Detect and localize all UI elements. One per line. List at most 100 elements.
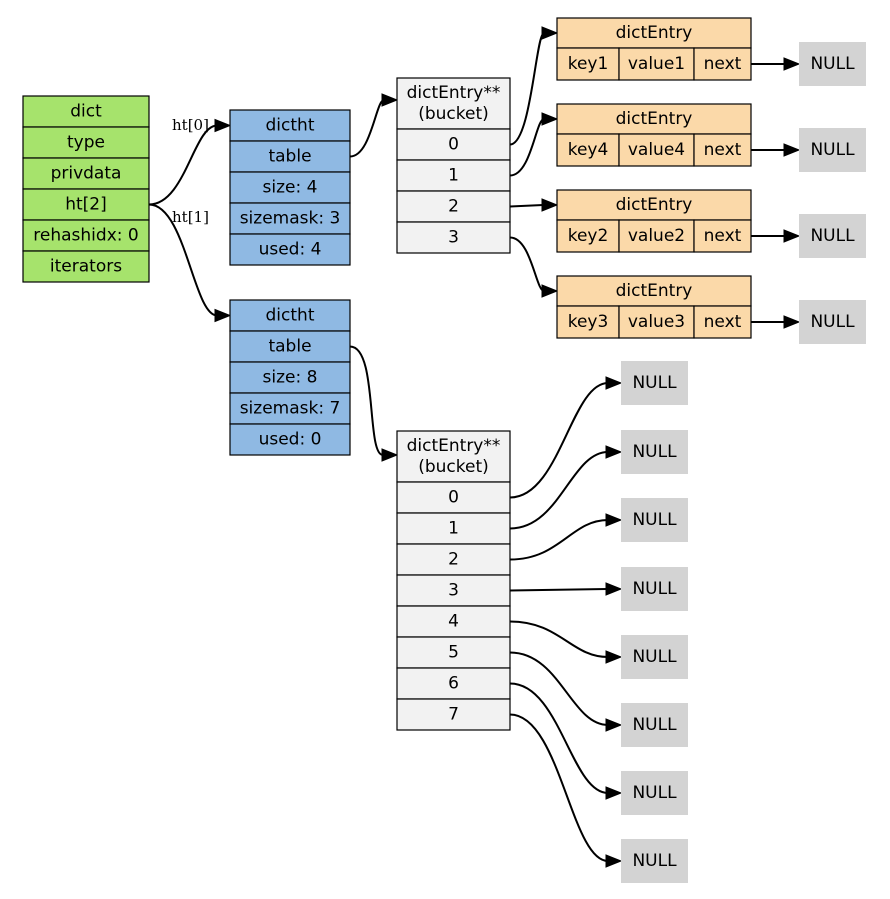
- dict-entry-key: key2: [556, 219, 620, 253]
- bucket-null-edge: [509, 620, 609, 658]
- ht1-field-box: [229, 423, 351, 456]
- dict-entry-title: dictEntry: [556, 275, 752, 307]
- bucket-entry-edge: [509, 236, 545, 292]
- ht0-bucket-header-label: (bucket): [418, 104, 489, 124]
- dict-field-box: [22, 157, 150, 190]
- dict-entry-value: value2: [618, 219, 695, 253]
- dict-field: type: [22, 126, 150, 159]
- dict-entry-next-box: [693, 219, 752, 253]
- ht1-field-box: [229, 361, 351, 394]
- null-node: NULL: [799, 42, 866, 86]
- dict-entry-key-box: [556, 219, 620, 253]
- ht1-bucket-box: [396, 481, 511, 514]
- arrowhead: [605, 650, 623, 664]
- ht0-bucket-header-label: dictEntry**: [407, 83, 501, 103]
- ht1-field-label: dictht: [266, 306, 315, 326]
- null-box: [799, 214, 866, 258]
- ht0-field: used: 4: [229, 233, 351, 266]
- ht0-field-label: used: 4: [259, 240, 322, 260]
- ht0-field: sizemask: 3: [229, 202, 351, 235]
- ht0-bucket: 3: [396, 221, 511, 254]
- arrowhead: [605, 786, 623, 800]
- bucket-null-edge: [509, 588, 608, 592]
- dict-field-box: [22, 188, 150, 221]
- null-box: [621, 567, 688, 611]
- null-node: NULL: [799, 214, 866, 258]
- null-box: [799, 42, 866, 86]
- ht0-bucket-box: [396, 159, 511, 192]
- dict-entry-value: value1: [618, 47, 695, 81]
- ht0-bucket-box: [396, 128, 511, 161]
- arrowhead: [605, 854, 623, 868]
- dict-field-box: [22, 250, 150, 283]
- null-node: NULL: [621, 635, 688, 679]
- dict-field-label: dict: [70, 102, 102, 122]
- dict-entry-key: key3: [556, 305, 620, 339]
- dict-field-label: privdata: [51, 164, 122, 184]
- ht0-field: table: [229, 140, 351, 173]
- ht1-bucket-box: [396, 543, 511, 576]
- null-box: [621, 771, 688, 815]
- arrowhead: [541, 112, 559, 126]
- dict-entry-key-box: [556, 133, 620, 167]
- null-label: NULL: [632, 373, 677, 393]
- ht1-bucket-label: 3: [448, 581, 459, 601]
- dict-field-box: [22, 126, 150, 159]
- ht0-field-box: [229, 202, 351, 235]
- bucket-null-edge: [509, 382, 609, 499]
- null-label: NULL: [632, 715, 677, 735]
- null-label: NULL: [632, 783, 677, 803]
- ht0-bucket-label: 2: [448, 197, 459, 217]
- null-box: [621, 839, 688, 883]
- arrowhead: [605, 513, 623, 527]
- dict-entry-value-label: value4: [628, 140, 685, 160]
- ht1-bucket-box: [396, 512, 511, 545]
- null-node: NULL: [621, 498, 688, 542]
- dict-entry-title-label: dictEntry: [616, 23, 693, 43]
- ht1-bucket-label: 5: [448, 643, 459, 663]
- dict-entry-key-label: key4: [568, 140, 609, 160]
- ht1-bucket-header-label: (bucket): [418, 457, 489, 477]
- null-node: NULL: [621, 430, 688, 474]
- dict-entry-next-box: [693, 133, 752, 167]
- ht1-field-label: used: 0: [259, 430, 322, 450]
- bucket-null-edge: [509, 451, 609, 530]
- bucket-entry-edge: [509, 32, 545, 146]
- ht1-bucket-label: 7: [448, 705, 459, 725]
- ht1-bucket: 2: [396, 543, 511, 576]
- edges: ht[0]ht[1]: [148, 26, 801, 868]
- null-box: [799, 300, 866, 344]
- ht1-bucket: 4: [396, 605, 511, 638]
- ht1-bucket-header: dictEntry**(bucket): [396, 430, 511, 483]
- dict-entry-title: dictEntry: [556, 103, 752, 135]
- dict-entry-value-label: value3: [628, 312, 685, 332]
- dict-entry-title-label: dictEntry: [616, 109, 693, 129]
- ht0-field-label: table: [268, 147, 311, 167]
- arrowhead: [214, 118, 232, 133]
- ht0-bucket-label: 1: [448, 166, 459, 186]
- ht1-field-label: size: 8: [263, 368, 318, 388]
- dict-entry-next-label: next: [704, 226, 742, 246]
- arrowhead: [605, 718, 623, 732]
- ht0-bucket-label: 0: [448, 135, 459, 155]
- null-box: [621, 498, 688, 542]
- dict-entry-next-label: next: [704, 54, 742, 74]
- ht1-field: sizemask: 7: [229, 392, 351, 425]
- arrowhead: [783, 143, 801, 157]
- null-node: NULL: [799, 128, 866, 172]
- dict-entry-next-box: [693, 305, 752, 339]
- dict-field-box: [22, 219, 150, 252]
- ht0-bucket-header: dictEntry**(bucket): [396, 77, 511, 130]
- ht0-field-box: [229, 233, 351, 266]
- ht1-bucket-label: 4: [448, 612, 459, 632]
- ht1-bucket: 1: [396, 512, 511, 545]
- ht0-field-label: sizemask: 3: [240, 209, 341, 229]
- dict-field: dict: [22, 95, 150, 128]
- dict-entry-key: key4: [556, 133, 620, 167]
- null-node: NULL: [799, 300, 866, 344]
- dict-field: ht[2]: [22, 188, 150, 221]
- ht1-bucket: 3: [396, 574, 511, 607]
